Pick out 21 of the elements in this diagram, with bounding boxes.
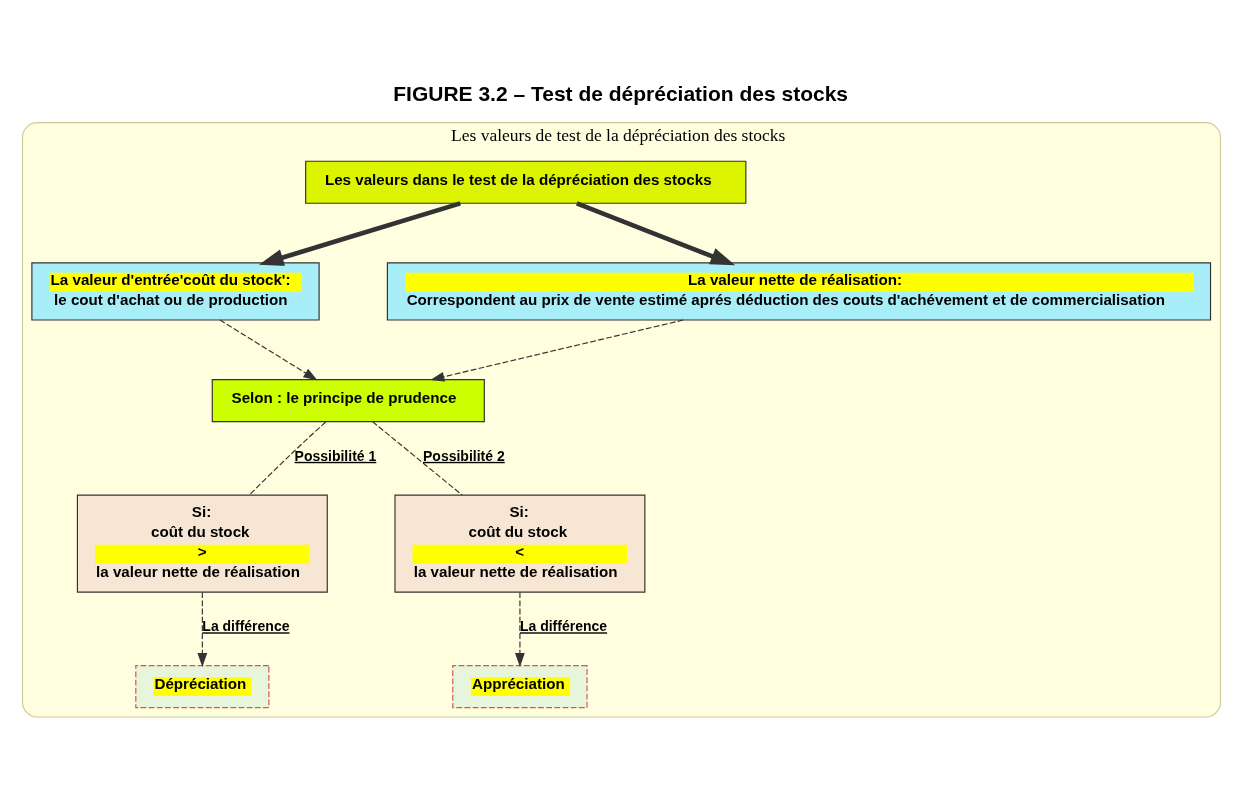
diagram-title: FIGURE 3.2 – Test de dépréciation des stocks — [393, 81, 849, 105]
node-box: Selon : le principe de prudence — [211, 379, 485, 423]
node-box: La valeur nette de réalisation: Correspondent au prix de vente estimé aprés déduction des couts d'achévement et de commercialisation — [386, 262, 1212, 321]
arrow — [430, 319, 684, 382]
edge-label: La différence — [519, 618, 608, 635]
arrow — [197, 591, 208, 668]
arrow — [219, 319, 318, 381]
node-box: Dépréciation — [135, 665, 270, 709]
edge-label: Possibilité 2 — [423, 447, 505, 464]
node-box: Appréciation — [452, 665, 588, 709]
arrow — [575, 201, 736, 266]
node-box: Si: coût du stock < la valeur nette de réalisation — [394, 494, 646, 593]
connector — [248, 421, 327, 496]
node-box: La valeur d'entrée'coût du stock': le cout d'achat ou de production — [31, 262, 320, 321]
edge-label: Possibilité 1 — [294, 447, 377, 464]
node-box: Si: coût du stock > la valeur nette de réalisation — [76, 494, 328, 593]
arrow — [259, 201, 461, 266]
edge-label: La différence — [202, 618, 290, 635]
node-box: Les valeurs dans le test de la dépréciation des stocks — [305, 160, 747, 204]
connector — [371, 421, 463, 496]
arrow — [515, 591, 525, 668]
